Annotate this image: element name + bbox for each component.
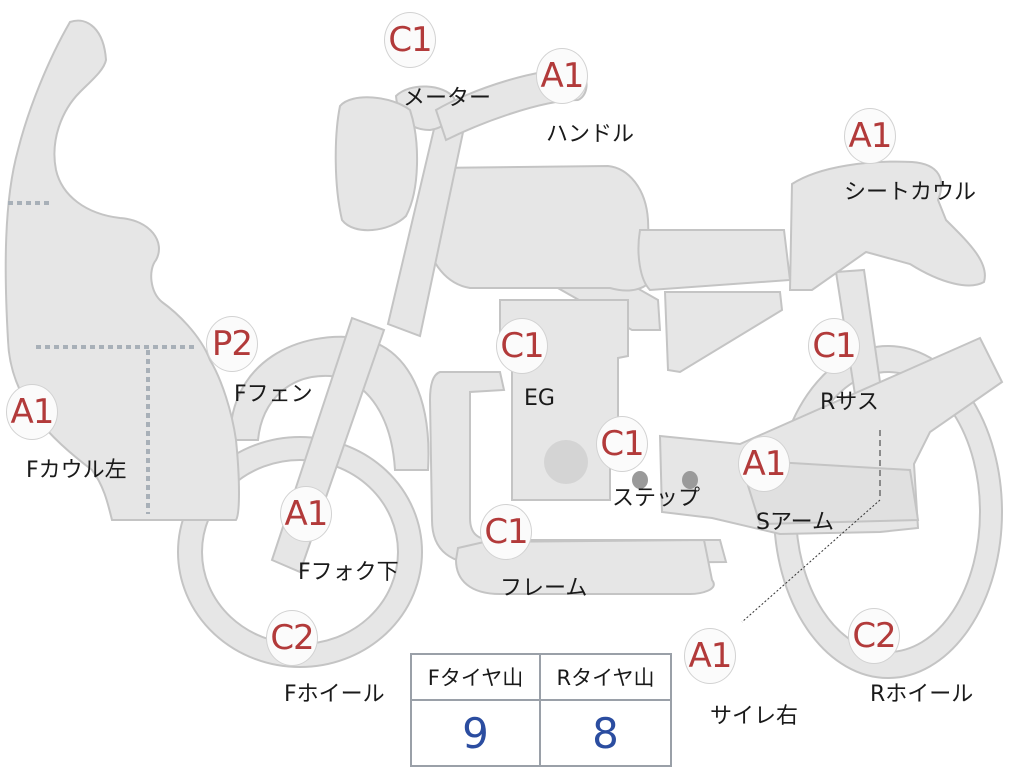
silencer-leader-line [741,499,881,623]
grade-badge-swing-arm: A1 [738,436,790,492]
part-label-step: ステップ [612,486,701,511]
tire-tread-table: Fタイヤ山 Rタイヤ山 9 8 [410,653,672,767]
headlight-shape [334,96,419,232]
part-label-f-fork-lower: Fフォク下 [298,560,399,585]
part-label-frame: フレーム [500,576,588,601]
grade-badge-engine: C1 [496,318,548,374]
part-label-f-cowl-left: Fカウル左 [26,458,127,483]
grade-badge-f-fender: P2 [206,316,258,372]
grade-badge-meter: C1 [384,12,436,68]
front-tread-value: 9 [412,701,541,765]
part-label-f-wheel: Fホイール [284,682,385,707]
part-label-r-wheel: Rホイール [870,682,974,707]
part-label-engine: EG [524,386,555,411]
swing-arm-shape [658,336,1004,536]
grade-badge-f-cowl-left: A1 [6,384,58,440]
grade-badge-handle: A1 [536,48,588,104]
seat-shape [637,229,792,292]
front-tread-header: Fタイヤ山 [412,655,541,701]
grade-badge-seat-cowl: A1 [844,108,896,164]
front-fender-shape [228,335,430,471]
step-peg-right [682,471,698,489]
grade-badge-frame: C1 [480,504,532,560]
grade-badge-r-suspension: C1 [808,318,860,374]
part-label-r-suspension: Rサス [820,390,879,415]
grade-badge-silencer-right: A1 [684,628,736,684]
grade-badge-f-wheel: C2 [266,610,318,666]
step-peg-left [632,471,648,489]
part-label-silencer-right: サイレ右 [710,704,799,729]
part-label-meter: メーター [403,86,492,111]
front-cowl-shape [4,19,240,521]
side-cover-shape [663,291,784,374]
fuel-tank-shape [426,164,652,292]
part-label-seat-cowl: シートカウル [844,180,977,205]
grade-badge-step: C1 [596,416,648,472]
part-label-swing-arm: Sアーム [756,510,834,535]
engine-cover-circle [544,440,588,484]
grade-badge-f-fork-lower: A1 [280,486,332,542]
rear-tread-value: 8 [592,708,619,758]
part-label-handle: ハンドル [546,122,635,147]
part-label-f-fender: Fフェン [234,382,313,407]
rear-tread-header: Rタイヤ山 [541,655,670,701]
grade-badge-r-wheel: C2 [848,608,900,664]
